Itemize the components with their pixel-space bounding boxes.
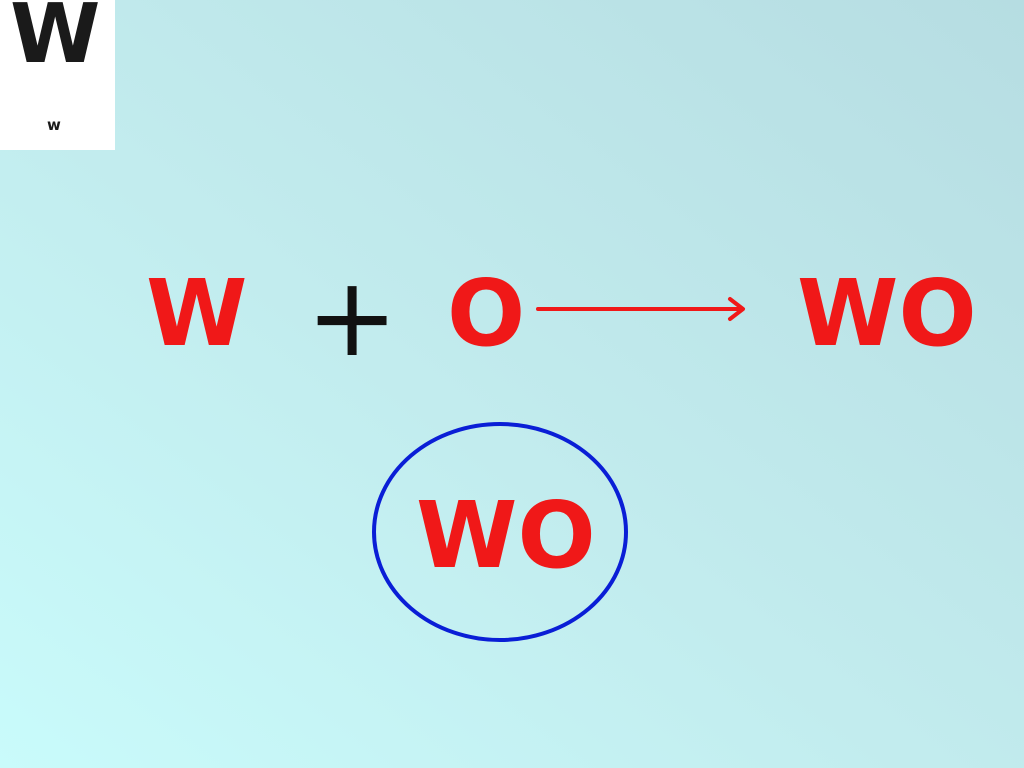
reactant-1: W [146, 260, 248, 367]
highlight-circle-icon [372, 422, 628, 642]
letter-thumbnail: W w [0, 0, 115, 150]
thumbnail-small-letter: w [47, 116, 61, 134]
circled-product-label: WO [416, 482, 596, 589]
plus-operator: + [306, 253, 399, 381]
product: WO [797, 260, 977, 367]
reaction-arrow-icon [536, 297, 745, 321]
thumbnail-large-letter: W [10, 0, 100, 82]
reactant-2: O [447, 260, 526, 367]
